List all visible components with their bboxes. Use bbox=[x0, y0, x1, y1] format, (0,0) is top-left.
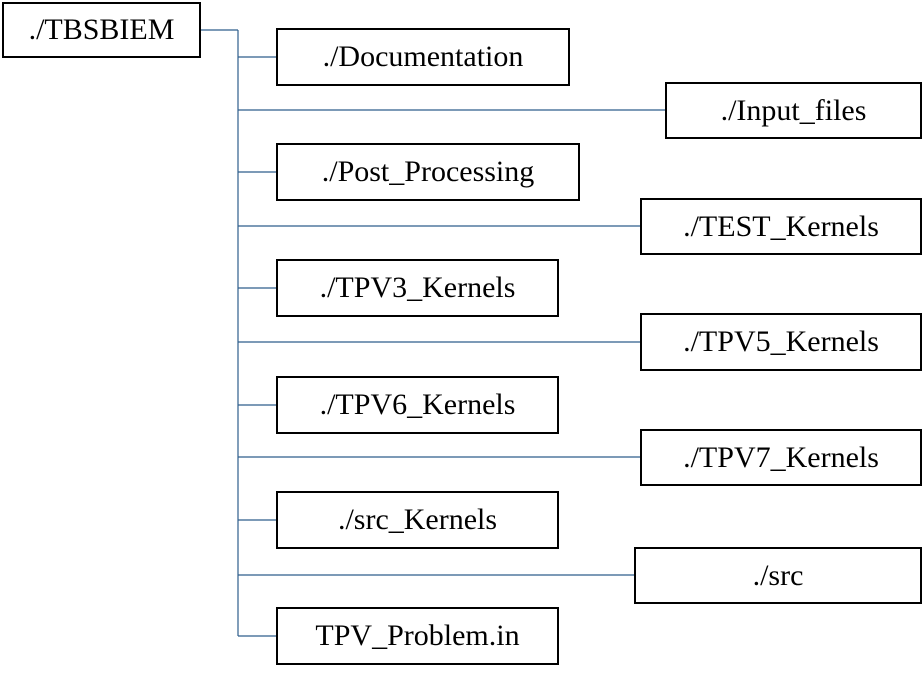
folder-node-documentation: ./Documentation bbox=[276, 28, 570, 86]
folder-node-src: ./src bbox=[634, 547, 922, 604]
file-node-tpv-problem: TPV_Problem.in bbox=[276, 607, 559, 665]
folder-node-src-kernels: ./src_Kernels bbox=[276, 491, 559, 549]
root-folder-node: ./TBSBIEM bbox=[2, 2, 201, 58]
folder-node-tpv6-kernels: ./TPV6_Kernels bbox=[276, 376, 559, 434]
folder-node-test-kernels: ./TEST_Kernels bbox=[640, 198, 922, 255]
folder-node-tpv3-kernels: ./TPV3_Kernels bbox=[276, 259, 559, 317]
folder-node-tpv5-kernels: ./TPV5_Kernels bbox=[640, 313, 922, 371]
folder-node-input-files: ./Input_files bbox=[665, 82, 922, 139]
folder-node-post-processing: ./Post_Processing bbox=[276, 143, 580, 201]
folder-node-tpv7-kernels: ./TPV7_Kernels bbox=[640, 429, 922, 486]
